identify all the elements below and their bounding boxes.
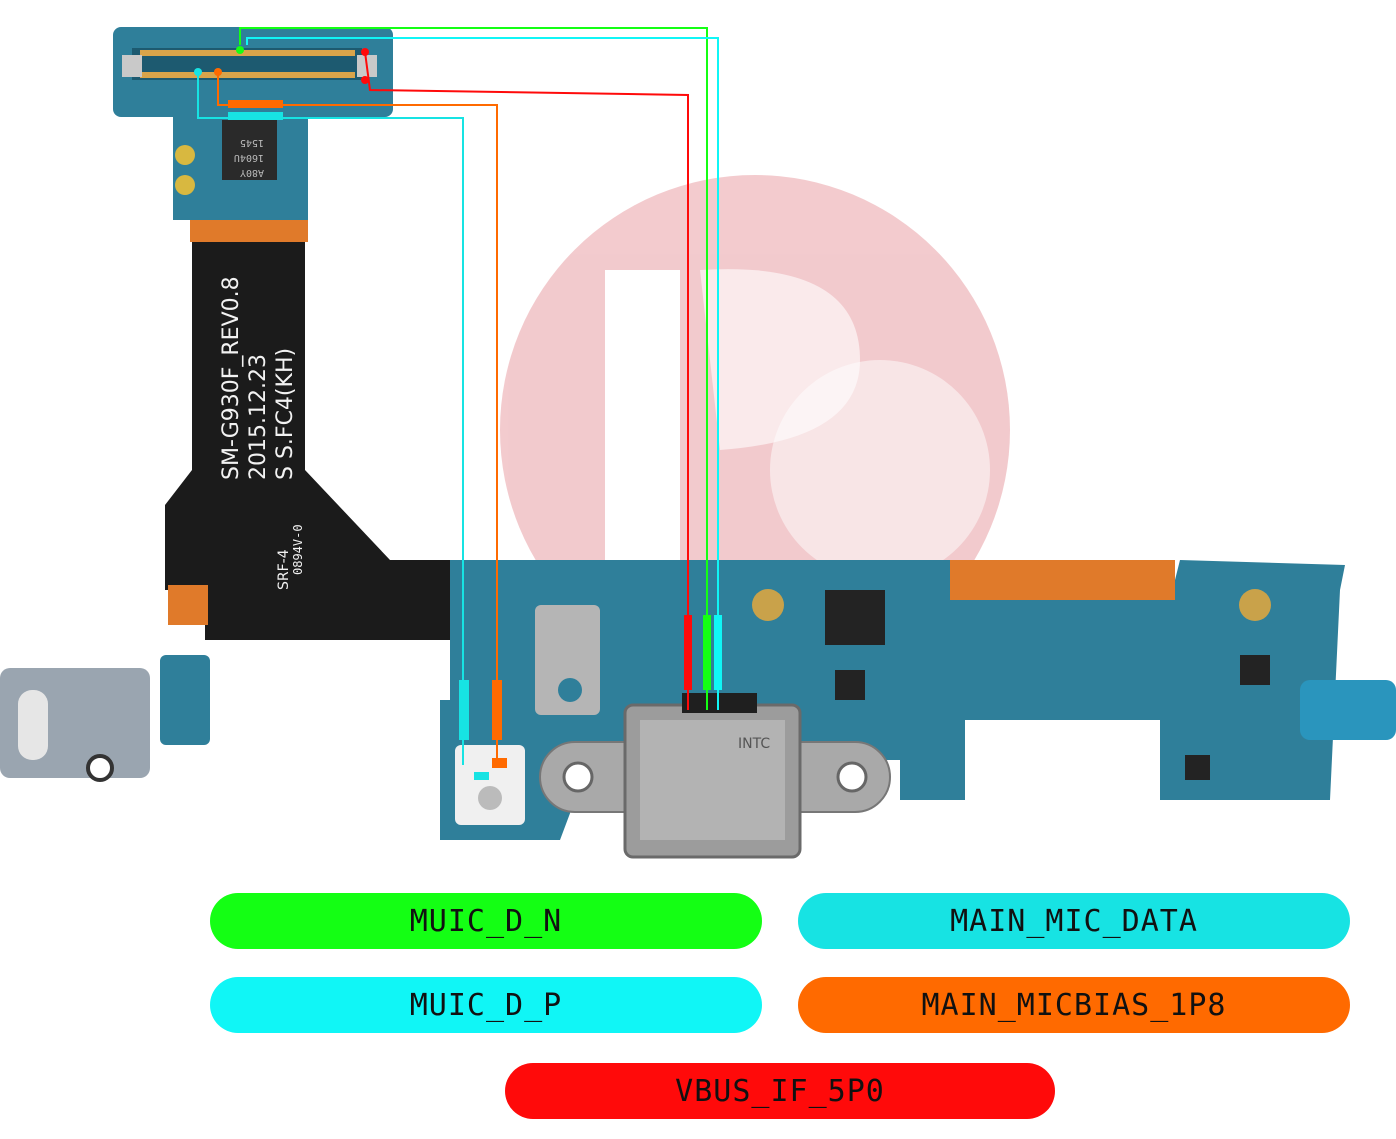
connector-marking: INTC (738, 736, 770, 752)
legend-muic-d-n-label: MUIC_D_N (409, 903, 563, 939)
top-connector-board (113, 27, 393, 220)
legend-main-micbias-1p8: MAIN_MICBIAS_1P8 (798, 977, 1350, 1033)
trace-muic-d-p (246, 37, 719, 710)
watermark-logo (500, 175, 1010, 685)
ic-marking-2: 1604U (234, 152, 264, 163)
board-date-text: 2015.12.23 (246, 354, 271, 480)
trace-micbias (217, 72, 498, 762)
board-maker-text: S S.FC4(KH) (273, 348, 298, 480)
legend-vbus-if-5p0-label: VBUS_IF_5P0 (675, 1073, 885, 1109)
board-part-code: SRF-4 (276, 549, 292, 590)
net-markers (194, 46, 722, 780)
legend-main-mic-data-label: MAIN_MIC_DATA (950, 903, 1198, 939)
legend-muic-d-n: MUIC_D_N (210, 893, 762, 949)
net-traces (197, 27, 719, 765)
flex-cable (165, 220, 470, 640)
trace-muic-d-n (239, 27, 708, 710)
legend-muic-d-p: MUIC_D_P (210, 977, 762, 1033)
trace-vbus (364, 51, 689, 710)
legend-vbus-if-5p0: VBUS_IF_5P0 (505, 1063, 1055, 1119)
board-part-code-2: 0894V-0 (291, 524, 305, 575)
ic-marking-1: A80Y (240, 167, 264, 178)
legend-main-mic-data: MAIN_MIC_DATA (798, 893, 1350, 949)
trace-mic-data (197, 72, 464, 765)
left-speaker (0, 655, 210, 782)
main-board (440, 560, 1396, 840)
board-model-text: SM-G930F_REV0.8 (219, 276, 244, 480)
ic-marking-3: 1545 (240, 137, 264, 148)
usb-connector (539, 693, 891, 859)
legend-main-micbias-1p8-label: MAIN_MICBIAS_1P8 (921, 987, 1227, 1023)
legend-muic-d-p-label: MUIC_D_P (409, 987, 563, 1023)
board-diagram: A80Y 1604U 1545 SM-G930F_REV0.8 2015.12.… (0, 27, 1396, 859)
